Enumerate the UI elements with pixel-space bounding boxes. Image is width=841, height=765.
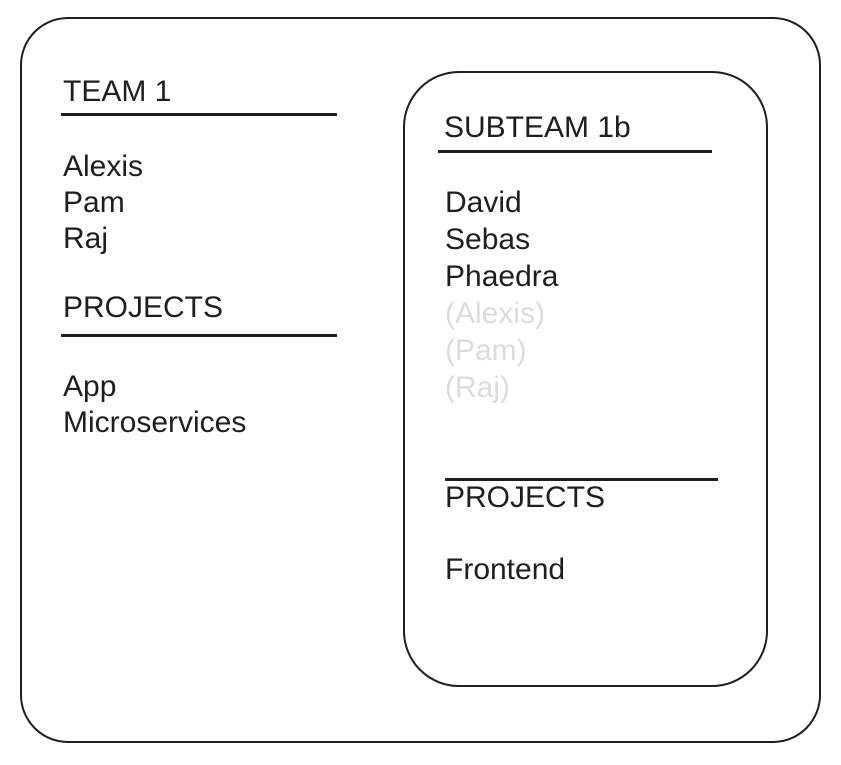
team-member-alexis: Alexis xyxy=(63,150,144,183)
team-title-underline xyxy=(61,113,337,116)
subteam-title-underline xyxy=(438,150,712,153)
subteam-inherited-member-pam: (Pam) xyxy=(445,334,527,367)
subteam-title: SUBTEAM 1b xyxy=(444,111,631,144)
subteam-project-list: Frontend xyxy=(445,552,565,588)
subteam-member-david: David xyxy=(445,186,522,219)
team-project-list: App Microservices xyxy=(63,369,246,441)
team-member-pam: Pam xyxy=(63,186,125,219)
subteam-member-list: David Sebas Phaedra (Alexis) (Pam) (Raj) xyxy=(445,184,558,406)
team-box xyxy=(20,17,821,743)
subteam-box xyxy=(403,71,768,687)
subteam-project-frontend: Frontend xyxy=(445,553,566,586)
team-member-list: Alexis Pam Raj xyxy=(63,149,143,257)
subteam-projects-heading: PROJECTS xyxy=(445,481,606,514)
subteam-projects-overline xyxy=(445,478,718,481)
team-projects-heading: PROJECTS xyxy=(63,291,224,324)
subteam-member-sebas: Sebas xyxy=(445,223,531,256)
team-member-raj: Raj xyxy=(63,222,109,255)
team-title: TEAM 1 xyxy=(63,75,172,108)
team-project-app: App xyxy=(63,370,117,403)
subteam-inherited-member-alexis: (Alexis) xyxy=(445,297,546,330)
team-projects-underline xyxy=(61,334,337,337)
subteam-inherited-member-raj: (Raj) xyxy=(445,371,510,404)
subteam-member-phaedra: Phaedra xyxy=(445,260,559,293)
team-project-microservices: Microservices xyxy=(63,406,247,439)
